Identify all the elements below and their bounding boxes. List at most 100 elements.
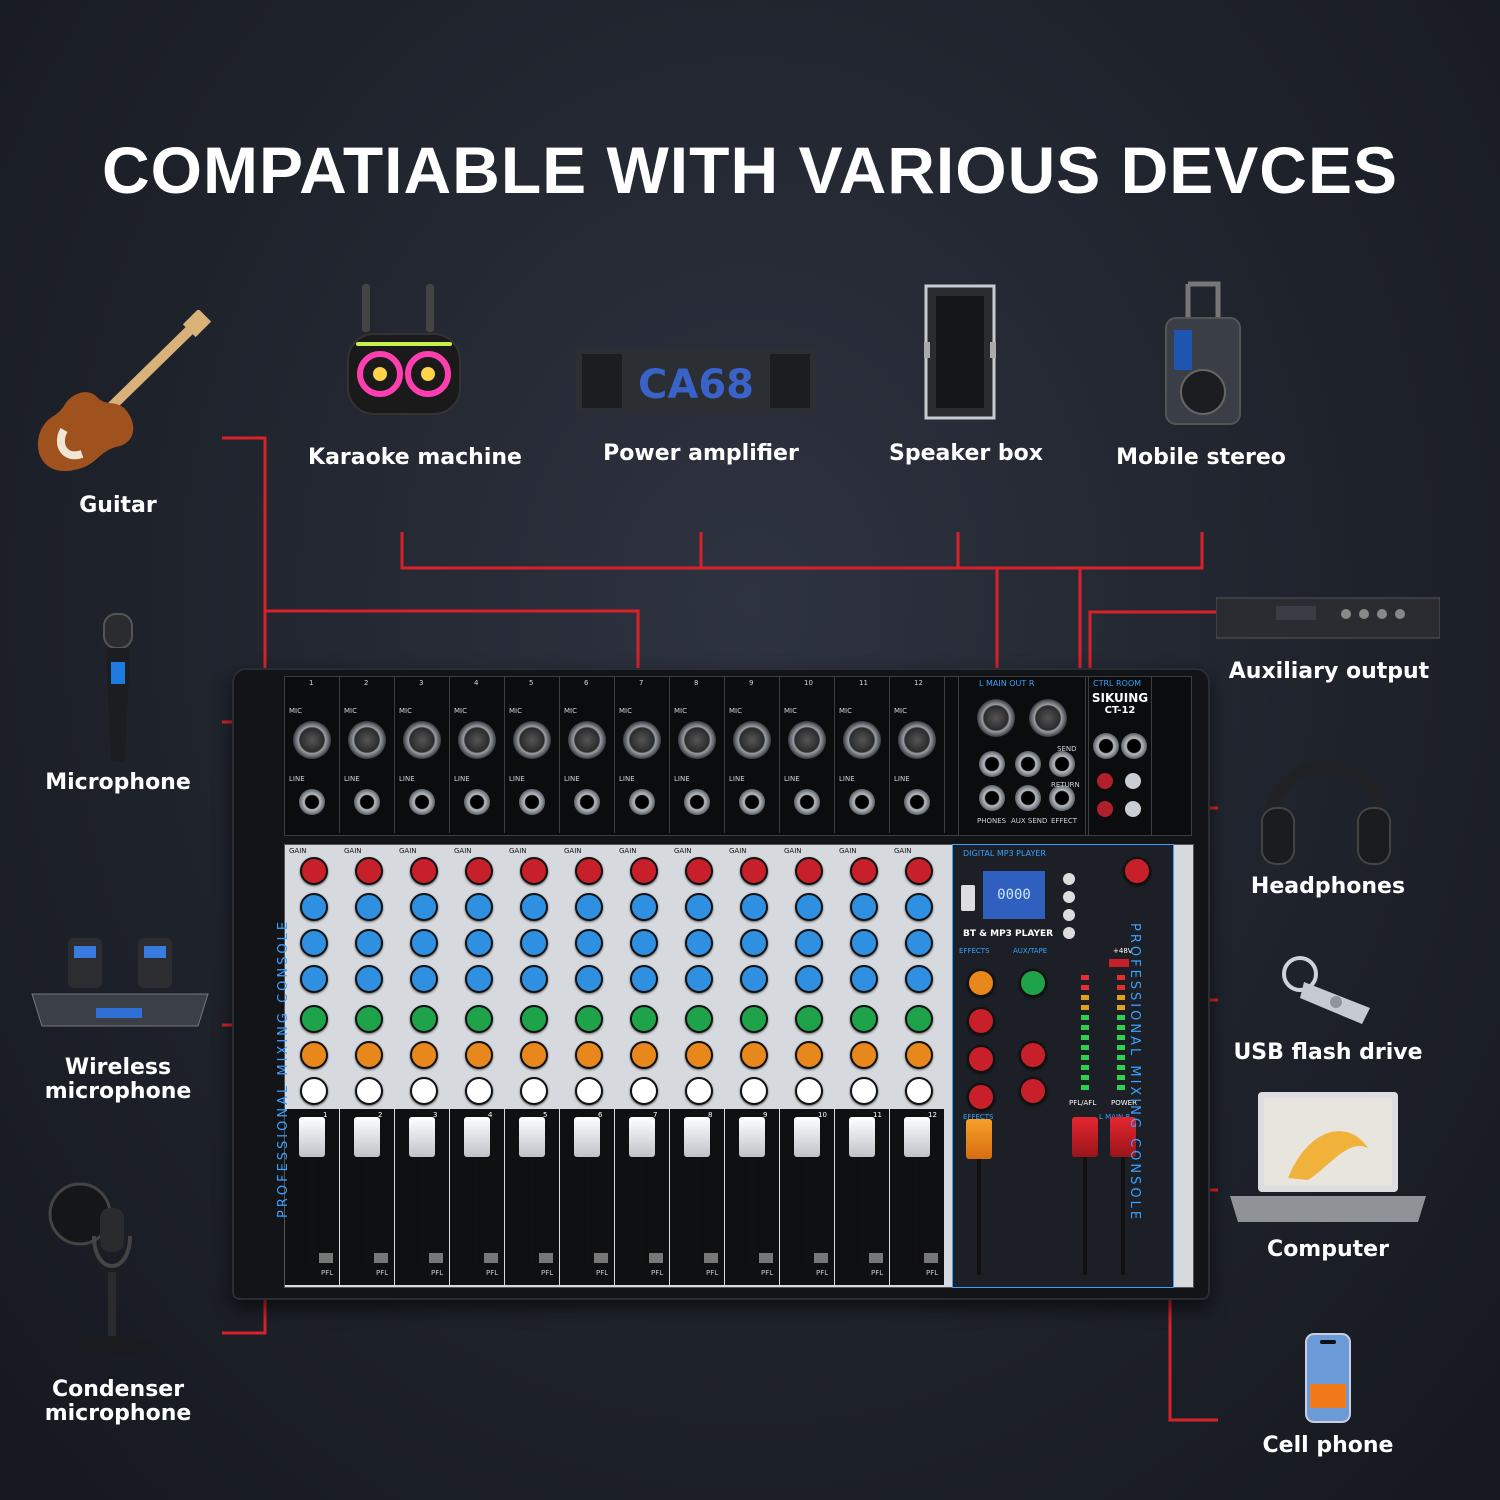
channel-fader[interactable] <box>684 1117 710 1157</box>
mp3-level-knob[interactable] <box>1123 857 1151 885</box>
line-jack-input[interactable] <box>739 789 765 815</box>
fx-knob[interactable] <box>740 1041 768 1069</box>
pan-knob[interactable] <box>795 1077 823 1105</box>
hf-eq-knob[interactable] <box>850 893 878 921</box>
lf-eq-knob[interactable] <box>465 965 493 993</box>
mic-xlr-input[interactable] <box>458 721 496 759</box>
lf-eq-knob[interactable] <box>905 965 933 993</box>
mf-eq-knob[interactable] <box>905 929 933 957</box>
line-jack-input[interactable] <box>354 789 380 815</box>
channel-fader[interactable] <box>464 1117 490 1157</box>
mf-eq-knob[interactable] <box>465 929 493 957</box>
pan-knob[interactable] <box>300 1077 328 1105</box>
pfl-button[interactable] <box>704 1253 718 1263</box>
line-jack-input[interactable] <box>794 789 820 815</box>
gain-knob[interactable] <box>520 857 548 885</box>
phones-output-jack[interactable] <box>979 785 1005 811</box>
mf-eq-knob[interactable] <box>685 929 713 957</box>
lf-eq-knob[interactable] <box>630 965 658 993</box>
hf-eq-knob[interactable] <box>520 893 548 921</box>
line-jack-input[interactable] <box>904 789 930 815</box>
line-jack-input[interactable] <box>629 789 655 815</box>
fx-knob[interactable] <box>300 1041 328 1069</box>
aux-knob[interactable] <box>300 1005 328 1033</box>
aux-knob[interactable] <box>575 1005 603 1033</box>
pfl-button[interactable] <box>869 1253 883 1263</box>
channel-fader[interactable] <box>409 1117 435 1157</box>
hf-eq-knob[interactable] <box>355 893 383 921</box>
pfl-button[interactable] <box>429 1253 443 1263</box>
hf-eq-knob[interactable] <box>630 893 658 921</box>
channel-fader[interactable] <box>849 1117 875 1157</box>
mf-eq-knob[interactable] <box>630 929 658 957</box>
tape-input-knob[interactable] <box>1019 1041 1047 1069</box>
gain-knob[interactable] <box>575 857 603 885</box>
pan-knob[interactable] <box>905 1077 933 1105</box>
mic-xlr-input[interactable] <box>513 721 551 759</box>
pan-knob[interactable] <box>575 1077 603 1105</box>
gain-knob[interactable] <box>300 857 328 885</box>
lf-eq-knob[interactable] <box>685 965 713 993</box>
usb-port[interactable] <box>961 885 975 911</box>
mic-xlr-input[interactable] <box>898 721 936 759</box>
channel-fader[interactable] <box>739 1117 765 1157</box>
mp3-play-button[interactable] <box>1063 927 1075 939</box>
pfl-button[interactable] <box>814 1253 828 1263</box>
hf-eq-knob[interactable] <box>575 893 603 921</box>
effect-return-jack[interactable] <box>1049 785 1075 811</box>
lf-eq-knob[interactable] <box>355 965 383 993</box>
main-right-fader[interactable] <box>1110 1117 1136 1157</box>
ctrl-room-right-jack[interactable] <box>1121 733 1147 759</box>
mf-eq-knob[interactable] <box>410 929 438 957</box>
headphones-knob[interactable] <box>1019 1077 1047 1105</box>
channel-fader[interactable] <box>629 1117 655 1157</box>
channel-fader[interactable] <box>794 1117 820 1157</box>
line-jack-input[interactable] <box>574 789 600 815</box>
aux-knob[interactable] <box>410 1005 438 1033</box>
fx-knob[interactable] <box>520 1041 548 1069</box>
gain-knob[interactable] <box>685 857 713 885</box>
mic-xlr-input[interactable] <box>348 721 386 759</box>
channel-fader[interactable] <box>519 1117 545 1157</box>
mf-eq-knob[interactable] <box>520 929 548 957</box>
gain-knob[interactable] <box>410 857 438 885</box>
tape-out-rca-right[interactable] <box>1125 773 1141 789</box>
pan-knob[interactable] <box>630 1077 658 1105</box>
line-jack-input[interactable] <box>519 789 545 815</box>
lf-eq-knob[interactable] <box>300 965 328 993</box>
lf-eq-knob[interactable] <box>850 965 878 993</box>
gain-knob[interactable] <box>795 857 823 885</box>
pfl-button[interactable] <box>759 1253 773 1263</box>
effects-delay-knob[interactable] <box>967 1007 995 1035</box>
gain-knob[interactable] <box>465 857 493 885</box>
tape-in-rca-left[interactable] <box>1097 801 1113 817</box>
pfl-button[interactable] <box>374 1253 388 1263</box>
line-jack-input[interactable] <box>464 789 490 815</box>
mic-xlr-input[interactable] <box>788 721 826 759</box>
phones-jack-2[interactable] <box>1015 751 1041 777</box>
mic-xlr-input[interactable] <box>733 721 771 759</box>
pfl-button[interactable] <box>484 1253 498 1263</box>
gain-knob[interactable] <box>850 857 878 885</box>
pan-knob[interactable] <box>850 1077 878 1105</box>
pan-knob[interactable] <box>410 1077 438 1105</box>
gain-knob[interactable] <box>355 857 383 885</box>
fx-knob[interactable] <box>410 1041 438 1069</box>
pan-knob[interactable] <box>685 1077 713 1105</box>
aux-knob[interactable] <box>355 1005 383 1033</box>
phones-jack-1[interactable] <box>979 751 1005 777</box>
fx-knob[interactable] <box>685 1041 713 1069</box>
pfl-button[interactable] <box>924 1253 938 1263</box>
lf-eq-knob[interactable] <box>520 965 548 993</box>
fx-knob[interactable] <box>575 1041 603 1069</box>
mf-eq-knob[interactable] <box>575 929 603 957</box>
effects-fader[interactable] <box>966 1119 992 1159</box>
aux-knob[interactable] <box>905 1005 933 1033</box>
pfl-button[interactable] <box>539 1253 553 1263</box>
mic-xlr-input[interactable] <box>623 721 661 759</box>
mf-eq-knob[interactable] <box>795 929 823 957</box>
aux-knob[interactable] <box>795 1005 823 1033</box>
mp3-next-button[interactable] <box>1063 909 1075 921</box>
pan-knob[interactable] <box>355 1077 383 1105</box>
aux-knob[interactable] <box>465 1005 493 1033</box>
